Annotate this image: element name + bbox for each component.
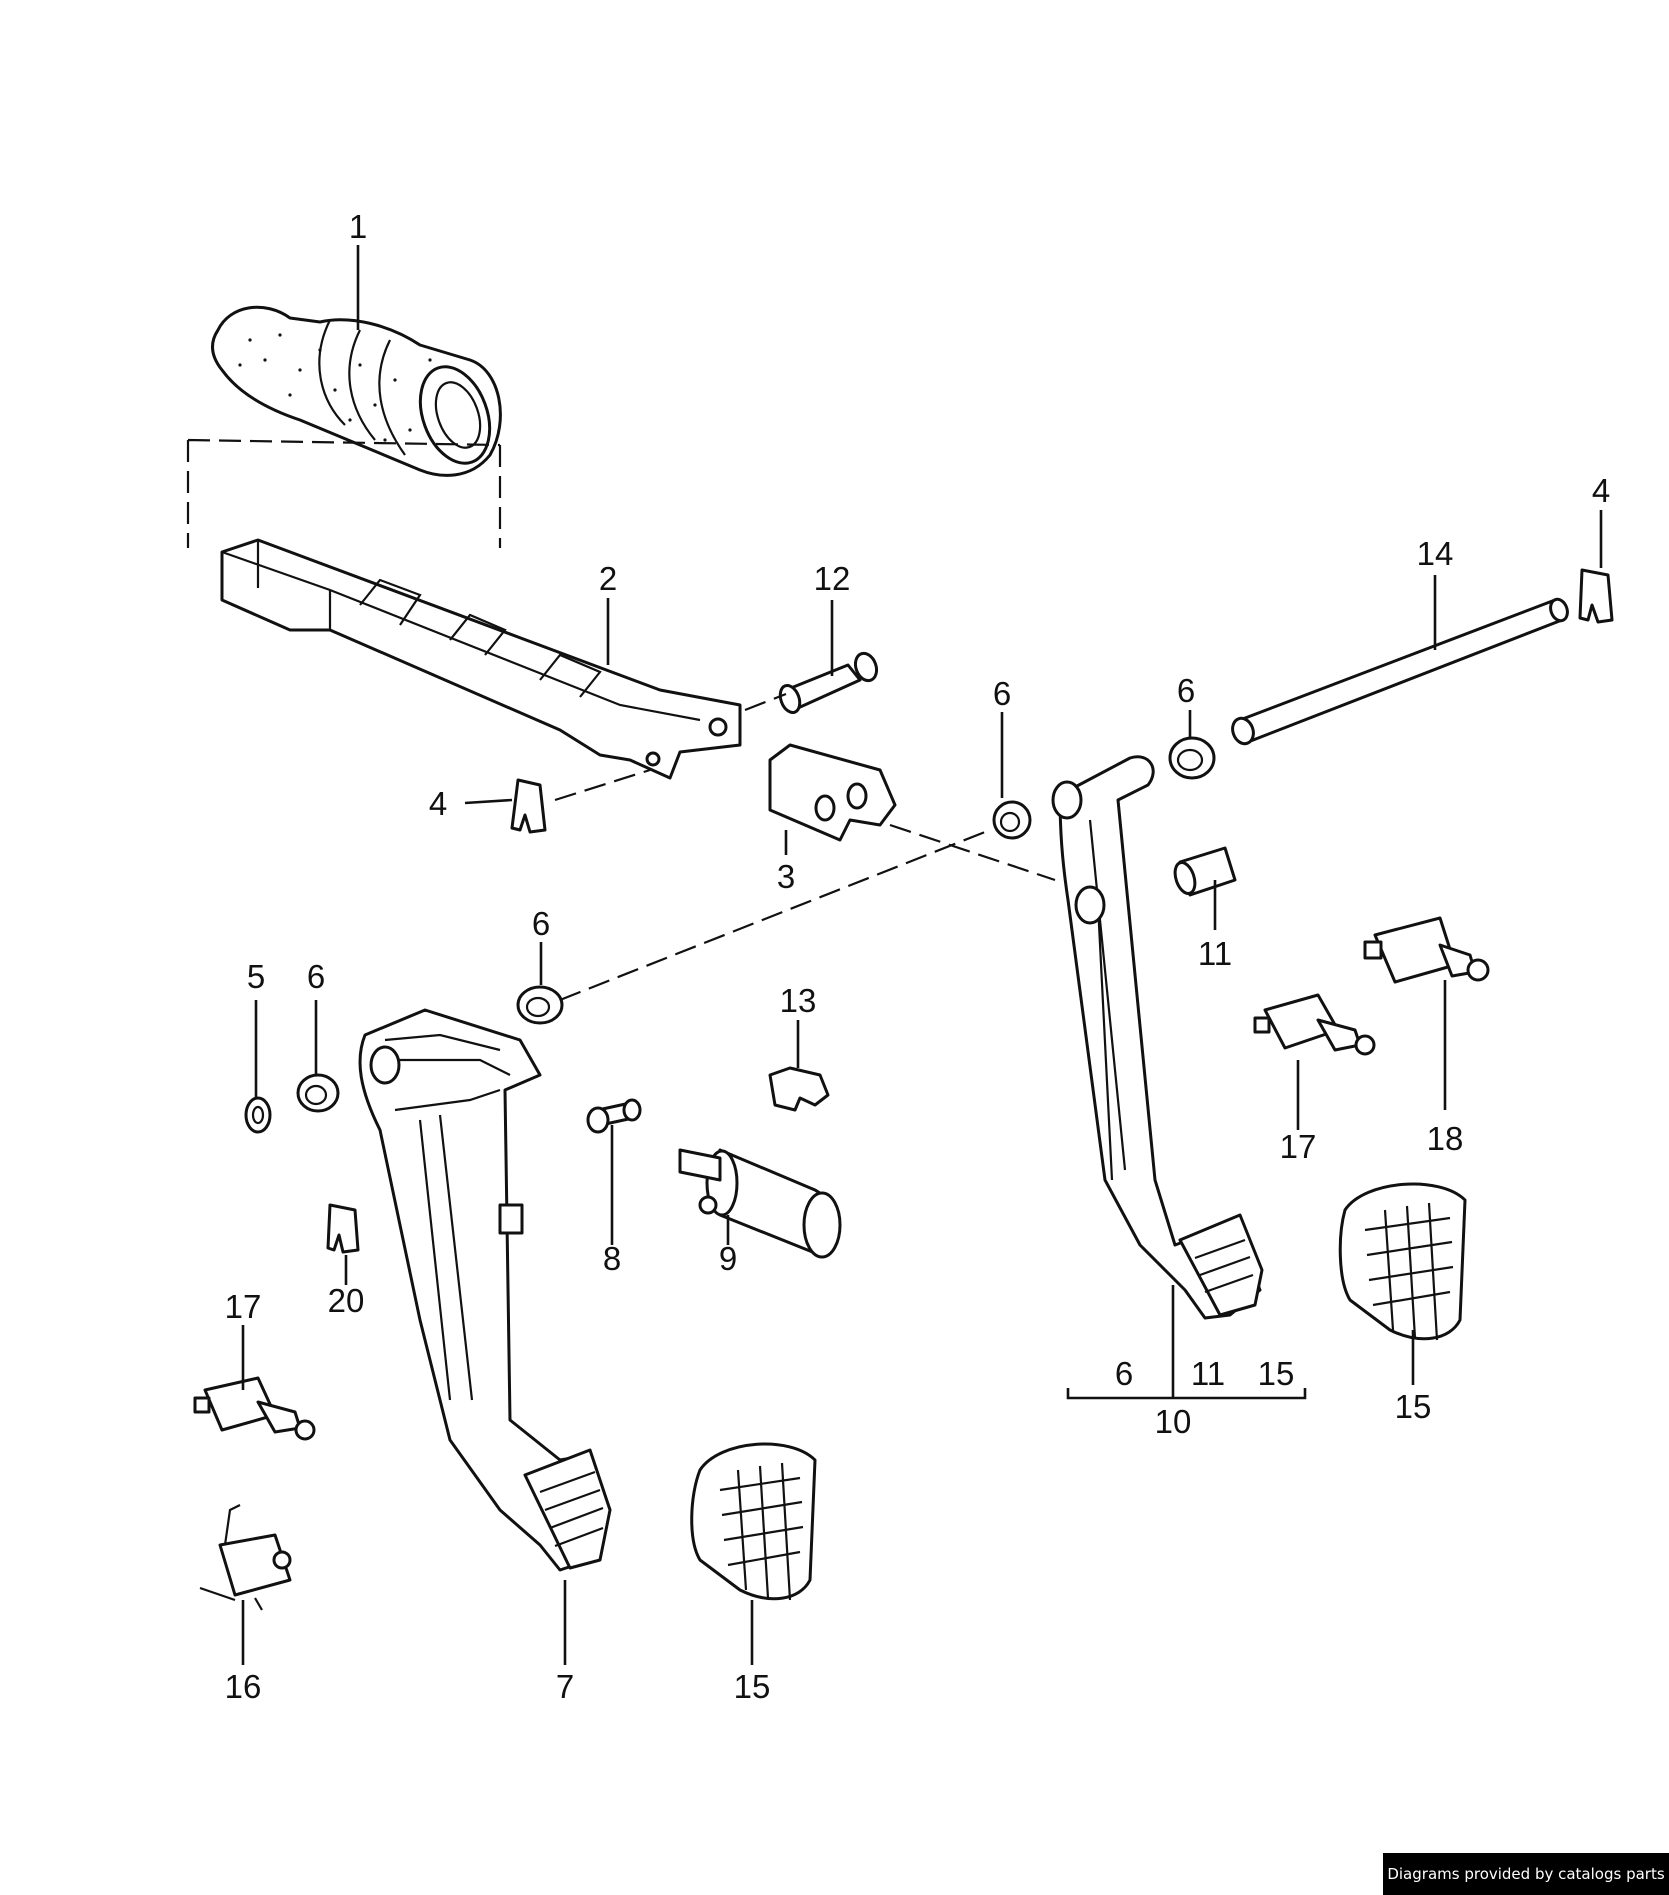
- callout-3: 3: [777, 858, 795, 895]
- part-17-switch-right: [1253, 993, 1376, 1056]
- callout-15-kit: 15: [1258, 1355, 1295, 1392]
- callout-16: 16: [225, 1668, 262, 1705]
- part-11-sleeve: [1173, 846, 1237, 897]
- part-4-clip-left: [510, 778, 547, 834]
- part-12-pin: [778, 651, 879, 715]
- callout-1: 1: [349, 208, 367, 245]
- callout-2: 2: [599, 560, 617, 597]
- part-16-microswitch: [199, 1504, 292, 1611]
- callout-11-a: 11: [1198, 935, 1232, 972]
- part-14-shaft: [1231, 597, 1569, 746]
- dashed-bracket-1: [186, 438, 502, 548]
- part-6-bushing-c: [516, 985, 564, 1025]
- part-15-pad-right: [1338, 1182, 1467, 1341]
- callout-6-c: 6: [532, 905, 550, 942]
- callout-17-left: 17: [225, 1288, 262, 1325]
- callout-4-left: 4: [429, 785, 447, 822]
- callouts: 1 2 12 3 4 4 14 6 6 6 6 5 11 13 8 9 20 1…: [225, 208, 1611, 1705]
- callout-10: 10: [1155, 1403, 1192, 1440]
- callout-12: 12: [814, 560, 851, 597]
- part-17-switch-left: [193, 1376, 316, 1441]
- callout-7: 7: [556, 1668, 574, 1705]
- callout-20: 20: [328, 1282, 365, 1319]
- part-6-bushing-b: [992, 800, 1032, 840]
- part-18-switch: [1363, 916, 1490, 984]
- callout-15-center: 15: [734, 1668, 771, 1705]
- callout-9: 9: [719, 1240, 737, 1277]
- part-7-clutch-pedal: [358, 1008, 612, 1572]
- part-6-bushing-d: [296, 1073, 340, 1113]
- part-13-nut: [768, 1066, 830, 1112]
- part-4-clip-right: [1578, 568, 1614, 624]
- part-2-bracket: [220, 538, 742, 780]
- part-15-pad-center: [690, 1442, 817, 1601]
- part-9-cylinder: [678, 1148, 842, 1259]
- part-8-bolt: [586, 1098, 642, 1134]
- callout-18: 18: [1427, 1120, 1464, 1157]
- callout-17-right: 17: [1280, 1128, 1317, 1165]
- callout-6-d: 6: [307, 958, 325, 995]
- callout-8: 8: [603, 1240, 621, 1277]
- dashed-line-pin: [744, 692, 787, 712]
- callout-5: 5: [247, 958, 265, 995]
- part-1-boot: [211, 305, 502, 477]
- callout-6-e: 6: [1115, 1355, 1133, 1392]
- part-6-bushing-a: [1168, 736, 1216, 780]
- part-5-washer: [244, 1096, 272, 1134]
- callout-6-b: 6: [1177, 672, 1195, 709]
- callout-6-a: 6: [993, 675, 1011, 712]
- dashed-line-clip: [554, 768, 651, 802]
- dashed-line-bushing: [559, 828, 991, 1002]
- credit-banner: Diagrams provided by catalogs parts: [1383, 1853, 1669, 1895]
- callout-13: 13: [780, 982, 817, 1019]
- callout-4-right: 4: [1592, 472, 1610, 509]
- callout-11-b: 11: [1191, 1355, 1225, 1392]
- part-3-plate: [768, 743, 897, 842]
- callout-14: 14: [1417, 535, 1454, 572]
- part-10-brake-pedal: [1051, 755, 1264, 1320]
- dashed-line-plate-pedal: [889, 823, 1056, 882]
- callout-15-right: 15: [1395, 1388, 1432, 1425]
- part-20-clip: [326, 1203, 360, 1254]
- leader-lines: [241, 245, 1603, 1665]
